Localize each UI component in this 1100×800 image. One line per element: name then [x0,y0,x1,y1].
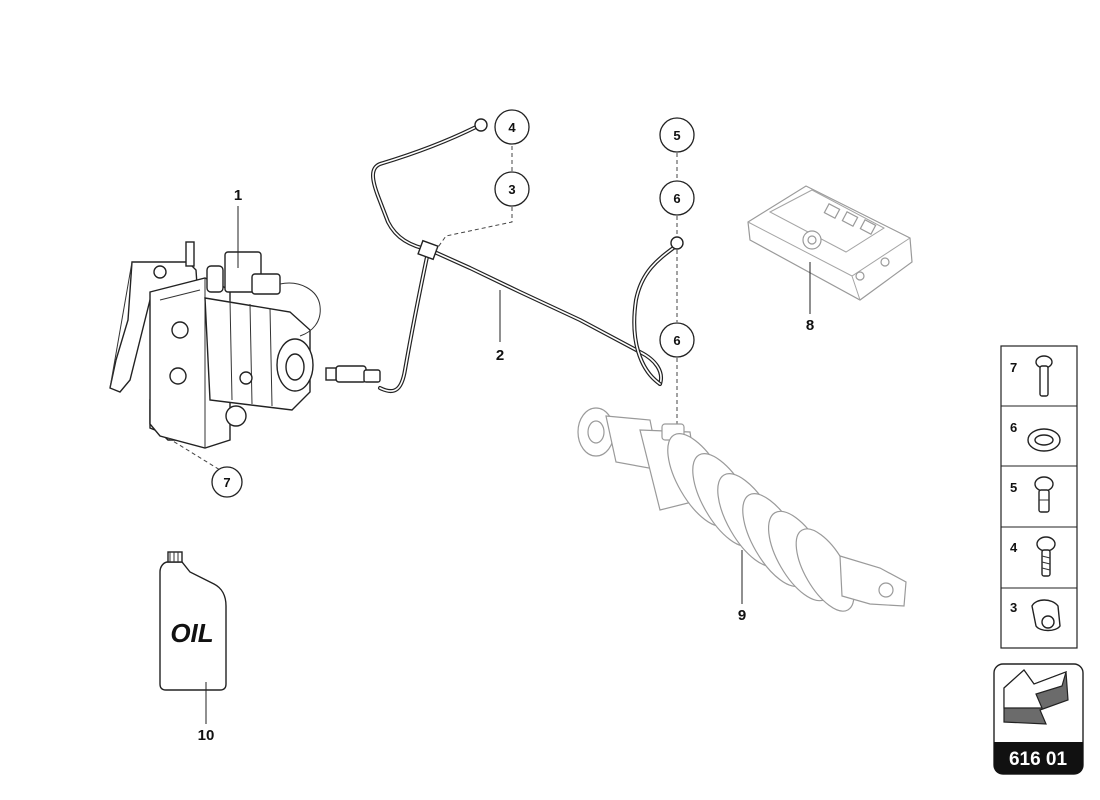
callout-circle-3 [494,171,530,207]
callout-3: 3 [508,182,515,197]
callout-6-top: 6 [673,191,680,206]
pipe-clamp-icon [1031,599,1061,632]
screw-icon [1036,536,1056,577]
label-oil-bottle: 10 [198,727,215,744]
hollow-bolt-icon [1034,476,1054,513]
label-pipe-assembly: 2 [496,347,504,364]
label-shock-absorber: 9 [738,607,746,624]
arrow-icon [1003,669,1069,725]
callout-circle-7 [211,466,243,498]
dash-callout-7 [167,437,221,471]
fastener-row-4: 4 [1010,540,1018,555]
bolt-icon [1035,355,1053,397]
callout-circle-5 [659,117,695,153]
control-unit-drawing [747,185,913,301]
callout-6-lower: 6 [673,333,680,348]
callout-5: 5 [673,128,680,143]
reference-badge: 616 01 [993,663,1084,775]
fastener-row-7: 7 [1010,360,1017,375]
shock-absorber-drawing [577,407,907,612]
callout-circle-4 [494,109,530,145]
oil-bottle-drawing [159,551,227,691]
callout-circle-6-lower [659,322,695,358]
label-control-unit: 8 [806,317,814,334]
oil-text: OIL [170,618,213,648]
dash-callout-3-fitting [435,207,513,251]
fastener-row-3: 3 [1010,600,1017,615]
fastener-row-6: 6 [1010,420,1017,435]
label-pump-unit: 1 [234,187,242,204]
reference-number: 616 01 [1009,749,1068,770]
fastener-table: 7 6 5 4 3 [1000,345,1078,649]
pump-unit-drawing [109,241,321,449]
callout-7: 7 [223,475,230,490]
callout-4: 4 [508,120,516,135]
pipe-assembly-drawing [325,118,684,394]
washer-icon [1027,428,1061,452]
callout-circle-6-top [659,180,695,216]
fastener-row-5: 5 [1010,480,1017,495]
